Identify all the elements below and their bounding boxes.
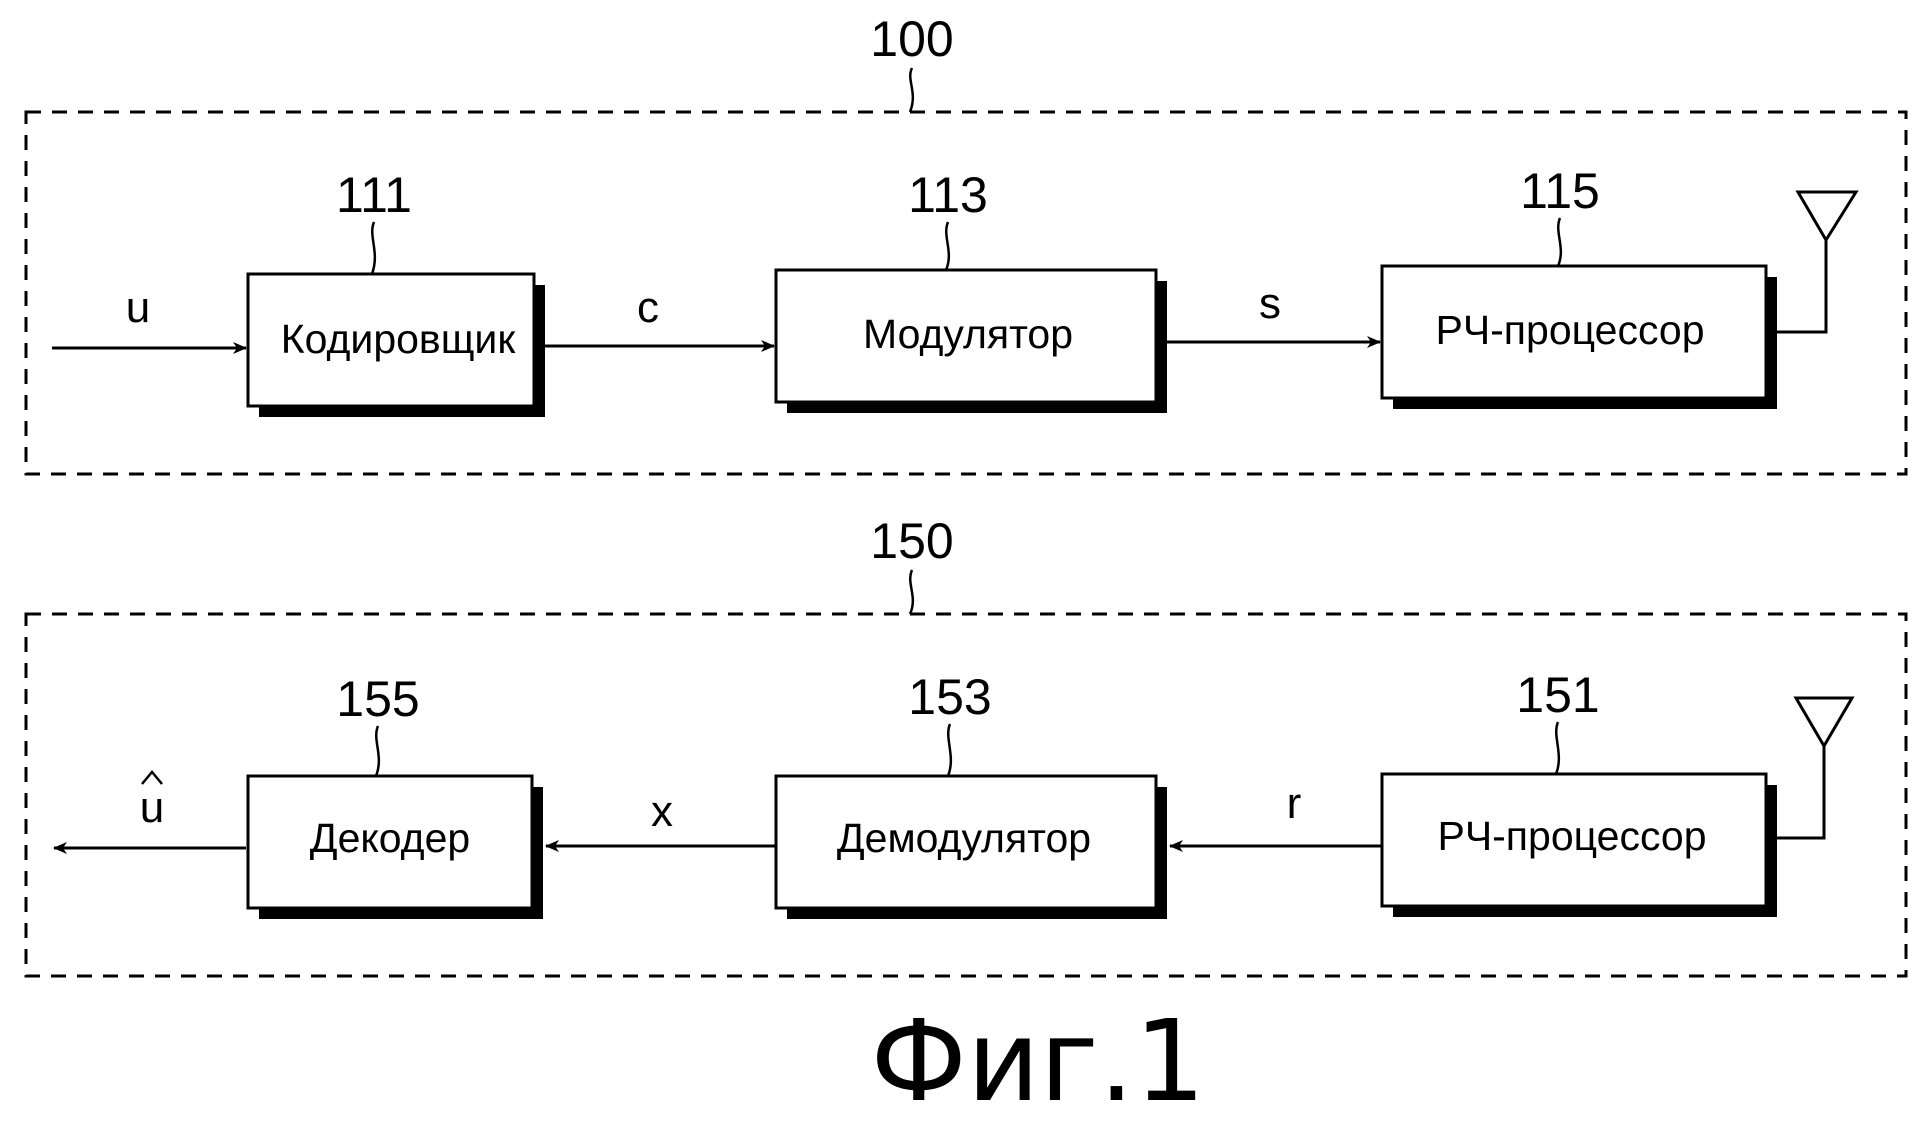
signal-s: s	[1259, 279, 1281, 328]
rx-rf-processor-ref: 151	[1516, 667, 1599, 723]
demodulator-box	[774, 774, 1158, 910]
signal-u-hat: u	[140, 770, 164, 832]
encoder-ref: 111	[336, 167, 412, 223]
decoder-block: 155 Декодер	[246, 671, 543, 919]
demodulator-label: Демодулятор	[837, 815, 1091, 861]
receiver-frame	[24, 612, 1908, 978]
decoder-ref: 155	[336, 671, 419, 727]
encoder-block: 111 Кодировщик	[246, 167, 545, 417]
transmitter-frame	[24, 110, 1908, 476]
encoder-leader	[370, 221, 377, 275]
rx-rf-processor-label: РЧ-процессор	[1437, 813, 1706, 859]
signal-x: x	[651, 787, 673, 836]
modulator-box	[774, 268, 1158, 404]
decoder-box	[246, 774, 534, 910]
demodulator-ref: 153	[908, 669, 991, 725]
signal-u: u	[126, 283, 150, 332]
modulator-block: 113 Модулятор	[774, 167, 1167, 413]
encoder-box	[246, 272, 536, 408]
tx-rf-processor-ref: 115	[1520, 163, 1600, 219]
transmitter-section: 100 u 111 Кодировщик c 113 Модулятор s	[24, 11, 1908, 476]
demodulator-block: 153 Демодулятор	[774, 669, 1167, 919]
figure-caption: Фиг.1	[871, 997, 1206, 1122]
decoder-leader	[374, 725, 381, 777]
receiver-ref: 150	[870, 513, 953, 569]
tx-antenna-icon	[1777, 190, 1859, 334]
encoder-label: Кодировщик	[281, 316, 517, 362]
modulator-leader	[944, 221, 951, 271]
modulator-ref: 113	[908, 167, 988, 223]
tx-rf-processor-label: РЧ-процессор	[1435, 307, 1704, 353]
receiver-section: 150 u 155 Декодер x 153 Демодулятор	[24, 513, 1908, 978]
signal-c: c	[637, 283, 659, 332]
rx-rf-processor-leader	[1554, 721, 1561, 775]
receiver-leader	[908, 569, 915, 615]
demodulator-leader	[946, 723, 953, 777]
rx-antenna-icon	[1777, 696, 1855, 840]
transmitter-leader	[908, 67, 915, 113]
decoder-label: Декодер	[310, 815, 470, 861]
tx-rf-processor-box	[1380, 264, 1768, 400]
signal-u-hat-label: u	[140, 783, 164, 832]
modulator-label: Модулятор	[863, 311, 1073, 357]
hat-mark	[141, 770, 163, 785]
transmitter-ref: 100	[870, 11, 953, 67]
tx-rf-processor-block: 115 РЧ-процессор	[1380, 163, 1777, 409]
tx-rf-processor-leader	[1556, 217, 1563, 267]
rx-rf-processor-block: 151 РЧ-процессор	[1380, 667, 1777, 917]
rx-rf-processor-box	[1380, 772, 1768, 908]
signal-r: r	[1287, 779, 1302, 828]
